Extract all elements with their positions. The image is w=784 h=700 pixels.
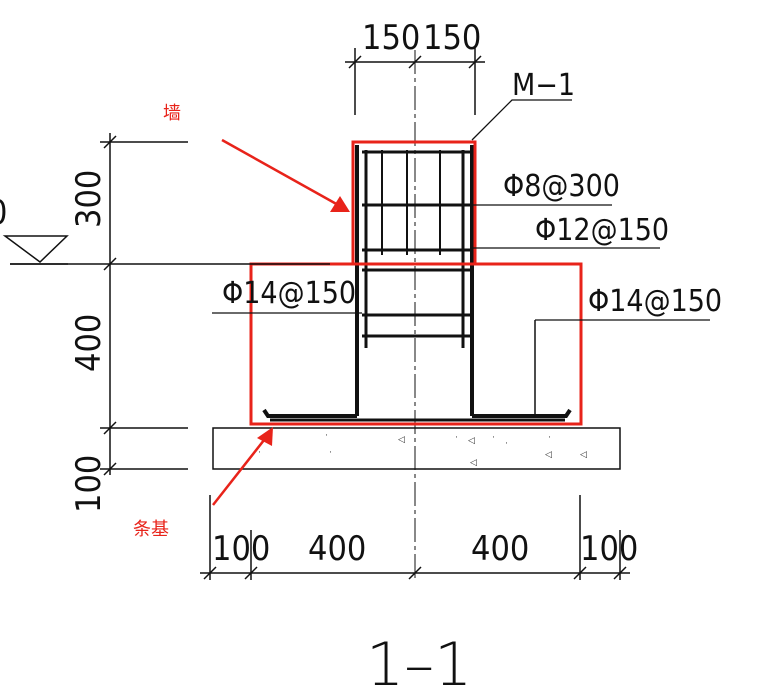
leader-lines <box>212 99 710 321</box>
svg-text:·: · <box>455 432 458 442</box>
svg-text:·: · <box>492 432 495 442</box>
vert-dim-100: 100 <box>69 455 109 513</box>
svg-text:◁: ◁ <box>398 434 405 444</box>
svg-text:◁: ◁ <box>545 449 552 459</box>
top-dim-left: 150 <box>362 18 420 58</box>
strip-footing-label: 条基 <box>133 519 169 540</box>
bottom-dim-4: 100 <box>580 529 638 569</box>
wall-highlight-box <box>351 140 477 266</box>
tag-m1: M−1 <box>512 68 575 103</box>
callout-wall-stirrup: Φ8@300 <box>503 169 620 204</box>
svg-text:·: · <box>258 447 261 457</box>
level-marker <box>2 235 69 265</box>
top-dim-right: 150 <box>423 18 481 58</box>
concrete-cushion <box>212 427 621 470</box>
strip-footing-arrow <box>212 427 273 506</box>
bottom-dim-3: 400 <box>471 529 529 569</box>
callout-wall-vertical: Φ12@150 <box>535 213 669 248</box>
vert-dim-300: 300 <box>69 170 109 228</box>
callout-right-vertical: Φ14@150 <box>588 284 722 319</box>
svg-text:·: · <box>329 447 332 457</box>
rebar-cage <box>262 145 572 422</box>
concrete-aggregate: ··◁ ·◁· ·◁◁ ◁·· <box>258 430 587 467</box>
svg-text:◁: ◁ <box>468 435 475 445</box>
svg-text:·: · <box>548 432 551 442</box>
vert-dim-400: 400 <box>69 314 109 372</box>
section-title: 1–1 <box>366 630 472 700</box>
bottom-dimension-line <box>200 495 630 580</box>
footing-highlight-box <box>249 262 583 426</box>
callout-left-horizontal: Φ14@150 <box>222 276 356 311</box>
level-value: 0 <box>0 193 7 233</box>
svg-text:◁: ◁ <box>470 457 477 467</box>
wall-label: 墙 <box>163 103 181 124</box>
svg-text:◁: ◁ <box>580 449 587 459</box>
wall-arrow <box>221 138 350 212</box>
svg-text:·: · <box>505 438 508 448</box>
top-dimension-line <box>345 48 485 115</box>
svg-text:·: · <box>325 430 328 440</box>
bottom-dim-2: 400 <box>308 529 366 569</box>
bottom-dim-1: 100 <box>212 529 270 569</box>
